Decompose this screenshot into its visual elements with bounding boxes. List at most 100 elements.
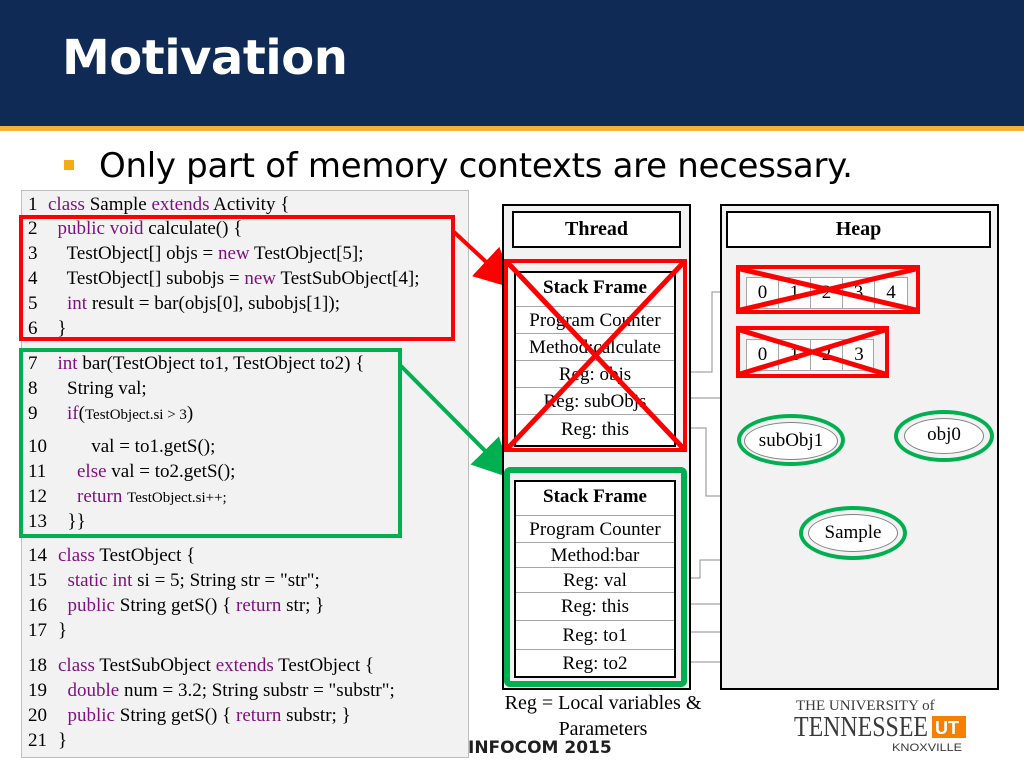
code-line: 20 public String getS() { return substr;…: [28, 705, 351, 727]
line-number: 19: [28, 680, 52, 701]
code-text: String getS() {: [115, 705, 237, 726]
code-text: bar(TestObject to1, TestObject to2) {: [77, 353, 365, 374]
line-number: 11: [28, 461, 52, 482]
line-number: 1: [28, 194, 43, 215]
line-number: 16: [28, 595, 52, 616]
logo-line2: TENNESSEE: [794, 712, 928, 743]
code-line: 12 return TestObject.si++;: [28, 486, 227, 509]
frame2-cell: Reg: this: [516, 592, 674, 620]
code-text: TestObject {: [273, 655, 375, 676]
code-line: 6 }: [28, 318, 67, 340]
green-highlight-stack-frame: [504, 467, 687, 687]
code-keyword: return: [236, 595, 282, 616]
code-line: 18 class TestSubObject extends TestObjec…: [28, 655, 374, 677]
code-line: 8 String val;: [28, 378, 147, 400]
line-number: 21: [28, 730, 52, 751]
line-number: 7: [28, 353, 43, 374]
line-number: 13: [28, 511, 52, 532]
code-line: 17 }: [28, 620, 67, 642]
code-text: str; }: [281, 595, 325, 616]
code-keyword: static int: [67, 570, 133, 591]
frame1-cell: Reg: objs: [516, 360, 674, 387]
code-line: 15 static int si = 5; String str = "str"…: [28, 570, 320, 592]
code-text: TestObject[] objs =: [48, 243, 218, 264]
green-ring-sample: [799, 506, 907, 560]
green-ring-subobj1: [737, 414, 845, 466]
code-text: }: [58, 620, 68, 641]
code-text: }}: [58, 511, 86, 532]
line-number: 10: [28, 436, 52, 457]
code-text: Activity {: [209, 194, 290, 215]
line-number: 20: [28, 705, 52, 726]
code-text: TestObject {: [94, 545, 196, 566]
code-text: Sample: [84, 194, 152, 215]
code-keyword: new: [217, 243, 250, 264]
code-keyword: extends: [151, 194, 210, 215]
code-line: 7 int bar(TestObject to1, TestObject to2…: [28, 353, 364, 375]
code-text: TestSubObject: [94, 655, 216, 676]
cross-stroke: [739, 327, 886, 377]
code-line: 11 else val = to2.getS();: [28, 461, 235, 483]
line-number: 12: [28, 486, 52, 507]
frame2-cell: Reg: to2: [516, 649, 674, 676]
red-highlight-stack-frame: [504, 259, 687, 452]
line-number: 8: [28, 378, 43, 399]
cross-stroke: [739, 266, 917, 313]
code-line: 5 int result = bar(objs[0], subobjs[1]);: [28, 293, 340, 315]
stack-frame-bar: Stack Frame Program Counter Method:bar R…: [514, 480, 676, 678]
line-number: 6: [28, 318, 43, 339]
bullet-square-icon: [64, 160, 74, 170]
frame2-cell: Program Counter: [516, 515, 674, 542]
stack-frame-header: Stack Frame: [543, 277, 647, 298]
line-number: 9: [28, 403, 43, 424]
code-text: val = to1.getS();: [58, 436, 216, 457]
frame2-cell: Reg: to1: [516, 620, 674, 649]
code-text: (: [78, 403, 85, 424]
bullet-text: Only part of memory contexts are necessa…: [99, 146, 853, 186]
line-number: 4: [28, 268, 43, 289]
code-text: result = bar(objs[0], subobjs[1]);: [87, 293, 340, 314]
legend-caption-line1: Reg = Local variables &: [504, 692, 702, 714]
thread-header: Thread: [512, 211, 681, 248]
code-text: }: [58, 730, 68, 751]
code-keyword: class: [48, 194, 85, 215]
heap-header: Heap: [726, 211, 991, 248]
code-keyword: new: [244, 268, 277, 289]
code-line: 21 }: [28, 730, 67, 752]
code-keyword: return: [236, 705, 282, 726]
code-keyword: int: [57, 353, 78, 374]
array-cell: 0: [747, 278, 779, 308]
red-highlight-array1: [736, 265, 920, 314]
logo-mark: UT: [935, 718, 959, 738]
line-number: 18: [28, 655, 52, 676]
code-text: num = 3.2; String substr = "substr";: [119, 680, 395, 701]
code-text: TestSubObject[4];: [276, 268, 420, 289]
code-text: }: [48, 318, 67, 339]
code-line: 4 TestObject[] subobjs = new TestSubObje…: [28, 268, 419, 290]
code-text: si = 5; String str = "str";: [132, 570, 320, 591]
green-pointer-arrow: [399, 364, 513, 479]
code-keyword: class: [58, 545, 95, 566]
code-text: TestObject[] subobjs =: [48, 268, 245, 289]
red-highlight-array2: [736, 326, 889, 378]
logo-line1: THE UNIVERSITY of: [796, 698, 935, 714]
code-text: val = to2.getS();: [106, 461, 236, 482]
array-cell: 3: [854, 344, 864, 365]
frame2-cell: Method:bar: [516, 542, 674, 567]
code-keyword: int: [67, 293, 88, 314]
line-number: 3: [28, 243, 43, 264]
conference-footer: INFOCOM 2015: [468, 738, 612, 758]
frame2-cell: Reg: val: [516, 567, 674, 592]
code-line: 3 TestObject[] objs = new TestObject[5];: [28, 243, 364, 265]
frame1-cell: Reg: this: [516, 414, 674, 443]
code-text: TestObject[5];: [249, 243, 364, 264]
code-text: String val;: [48, 378, 147, 399]
line-number: 17: [28, 620, 52, 641]
line-number: 14: [28, 545, 52, 566]
title-bar: Motivation: [0, 0, 1024, 126]
frame1-cell: Program Counter: [516, 306, 674, 333]
code-text: calculate() {: [143, 218, 243, 239]
code-text: substr; }: [281, 705, 351, 726]
green-highlight-bar-code: [19, 348, 402, 538]
